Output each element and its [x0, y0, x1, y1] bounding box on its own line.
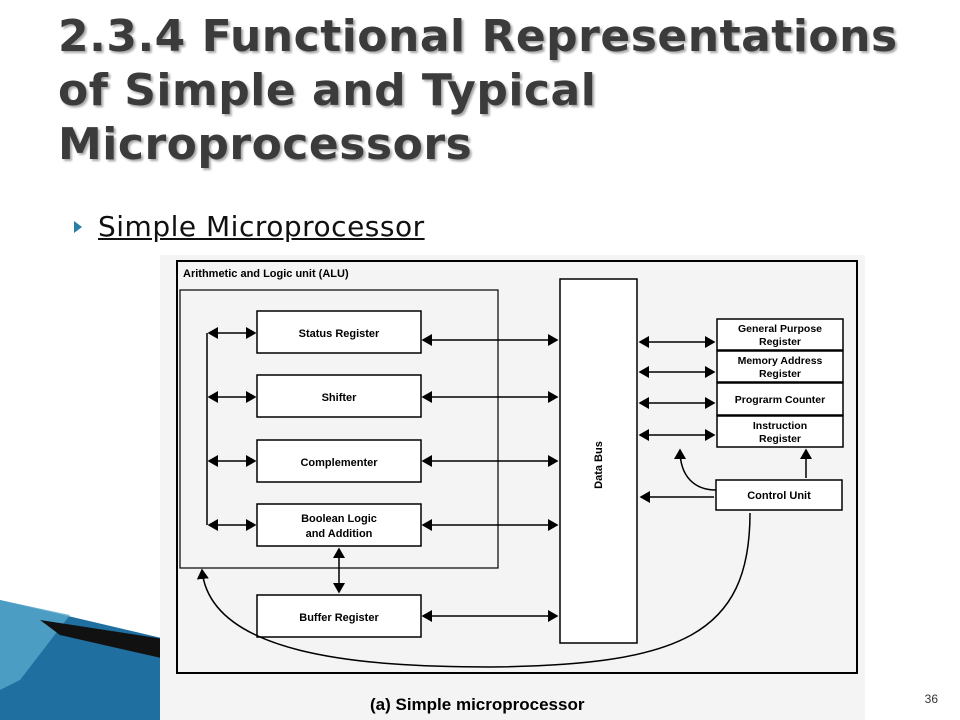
gpr-label-2: Register — [759, 336, 801, 348]
alu-label: Arithmetic and Logic unit (ALU) — [183, 268, 349, 280]
gpr-label-1: General Purpose — [738, 323, 822, 335]
outer-frame — [176, 260, 858, 674]
bullet-item: Simple Microprocessor — [74, 210, 425, 243]
slide-title: 2.3.4 Functional Representations of Simp… — [58, 11, 898, 170]
shifter-box — [256, 374, 422, 418]
shifter-label: Shifter — [322, 392, 358, 404]
microprocessor-diagram: Arithmetic and Logic unit (ALU) Status R… — [160, 255, 865, 720]
memory-address-register-box — [716, 350, 844, 383]
general-purpose-register-box — [716, 318, 844, 351]
corner-decoration — [0, 600, 170, 720]
program-counter-label: Prograrm Counter — [735, 394, 825, 406]
boolean-logic-box — [256, 503, 422, 547]
program-counter-box — [716, 382, 844, 416]
data-bus-label: Data Bus — [593, 441, 605, 489]
page-number: 36 — [924, 692, 938, 706]
mar-label-2: Register — [759, 368, 801, 380]
buffer-register-box — [256, 594, 422, 638]
complementer-box — [256, 439, 422, 483]
boolean-logic-label-2: and Addition — [306, 528, 373, 540]
boolean-logic-label-1: Boolean Logic — [301, 513, 377, 525]
mar-label-1: Memory Address — [738, 355, 823, 367]
complementer-label: Complementer — [300, 457, 378, 469]
diagram-caption: (a) Simple microprocessor — [370, 695, 585, 714]
decoration-dark-band — [40, 620, 170, 660]
instruction-register-box — [716, 415, 844, 448]
bullet-text[interactable]: Simple Microprocessor — [98, 210, 425, 243]
bullet-arrow-icon — [74, 220, 82, 233]
status-register-label: Status Register — [299, 328, 380, 340]
data-bus-box — [559, 278, 638, 644]
status-register-box — [256, 310, 422, 354]
ir-label-2: Register — [759, 433, 801, 445]
ir-label-1: Instruction — [753, 420, 807, 432]
control-unit-box — [715, 479, 843, 511]
control-unit-label: Control Unit — [747, 490, 811, 502]
buffer-register-label: Buffer Register — [299, 612, 379, 624]
